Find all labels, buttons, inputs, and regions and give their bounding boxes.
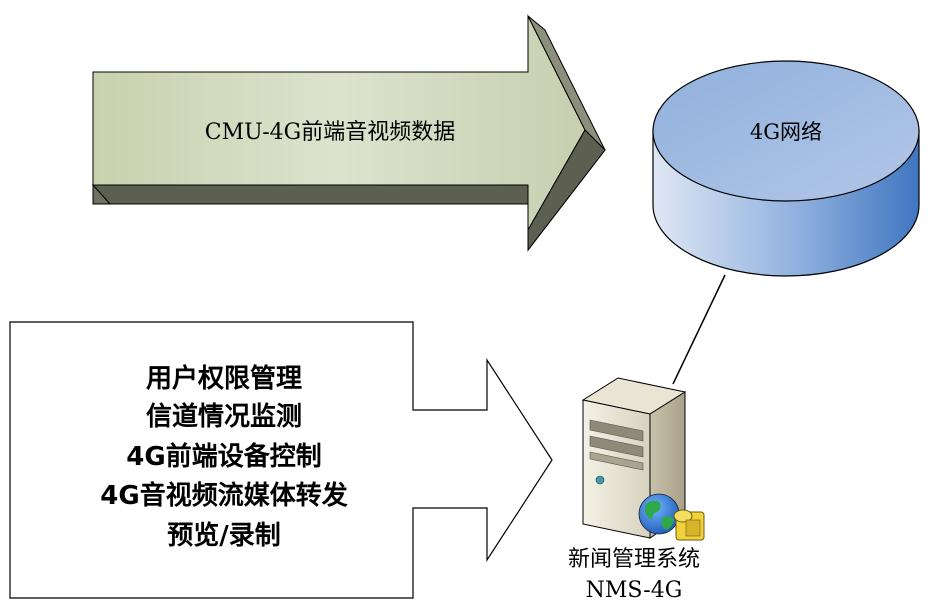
network-cylinder: 4G网络 (652, 60, 920, 277)
arrow-bevel-bottom (527, 129, 606, 252)
function-item-3: 4G前端设备控制 (126, 441, 321, 472)
data-flow-arrow: CMU-4G前端音视频数据 (91, 14, 606, 252)
network-label: 4G网络 (750, 120, 822, 144)
data-flow-label: CMU-4G前端音视频数据 (205, 120, 456, 145)
function-arrow: 用户权限管理 信道情况监测 4G前端设备控制 4G音视频流媒体转发 预览/录制 (9, 321, 553, 599)
globe-icon (638, 493, 680, 535)
server-icon: 新闻管理系统 NMS-4G (568, 377, 705, 603)
function-item-1: 用户权限管理 (146, 363, 302, 394)
function-item-4: 4G音视频流媒体转发 (100, 480, 347, 511)
arrow-bevel-base (91, 184, 529, 205)
server-label-name: 新闻管理系统 (568, 547, 700, 572)
connection-line (672, 274, 726, 385)
function-item-2: 信道情况监测 (146, 401, 302, 432)
function-arrow-outline (9, 321, 553, 599)
function-item-5: 预览/录制 (167, 521, 281, 551)
film-icon (673, 509, 705, 541)
cylinder-top (652, 60, 920, 202)
server-label-code: NMS-4G (586, 578, 683, 603)
